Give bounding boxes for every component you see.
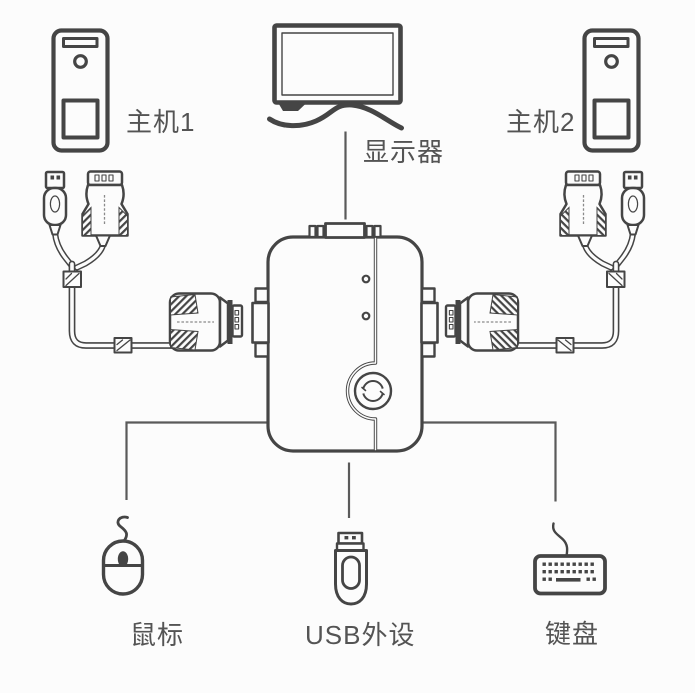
kvm-left-vga-port xyxy=(251,287,270,358)
host2-tower-icon xyxy=(585,31,639,151)
monitor-icon xyxy=(267,23,404,131)
mouse-icon xyxy=(101,515,145,596)
usb-flash-drive-icon xyxy=(334,531,368,606)
kvm-led-2 xyxy=(361,311,371,321)
kvm-select-button xyxy=(353,371,393,411)
kvm-top-vga-port xyxy=(308,222,382,239)
host2-label: 主机2 xyxy=(506,107,576,137)
host1-tower-icon xyxy=(54,31,108,151)
host1-kvm-cable xyxy=(44,172,242,353)
host1-label: 主机1 xyxy=(126,107,196,137)
connection-kvm-to-mouse xyxy=(125,421,267,500)
keyboard-label: 键盘 xyxy=(545,619,600,649)
host2-kvm-cable xyxy=(446,172,644,353)
kvm-right-vga-port xyxy=(420,287,439,358)
monitor-label: 显示器 xyxy=(363,137,445,167)
kvm-switch-icon xyxy=(251,222,439,453)
mouse-label: 鼠标 xyxy=(130,620,185,650)
connection-kvm-to-keyboard xyxy=(423,421,557,502)
keyboard-icon xyxy=(533,522,607,596)
usb-label: USB外设 xyxy=(305,620,416,650)
kvm-led-1 xyxy=(361,274,371,284)
